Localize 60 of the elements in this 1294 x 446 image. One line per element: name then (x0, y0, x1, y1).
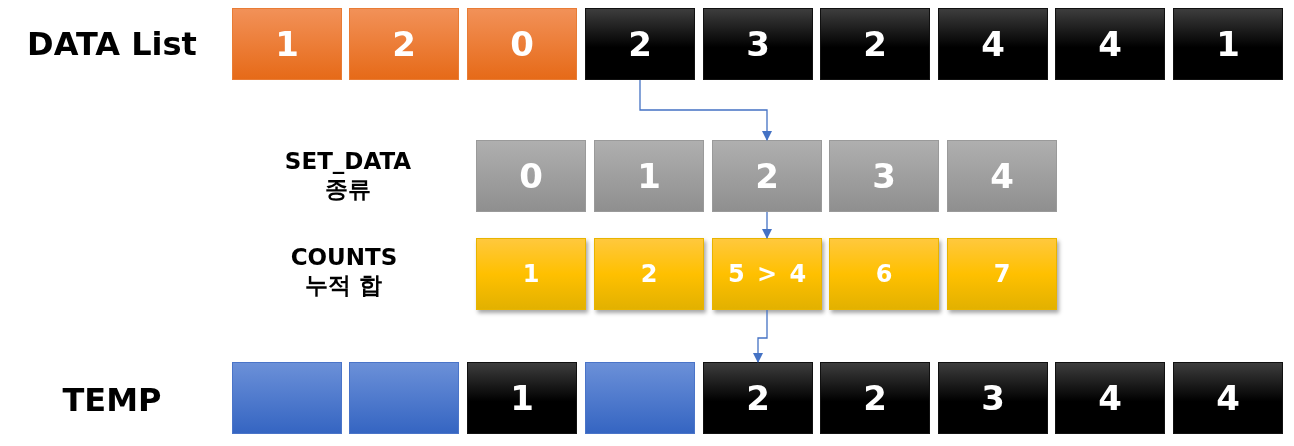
value-cell (594, 140, 704, 212)
cell-value: 5 > 4 (727, 260, 807, 288)
cell-value: 2 (746, 378, 770, 418)
value-cell (820, 8, 930, 80)
value-cell (476, 140, 586, 212)
cell-value: 1 (510, 378, 534, 418)
cell-value: 3 (746, 24, 770, 64)
cell-value: 4 (981, 24, 1005, 64)
cell-value: 2 (392, 24, 416, 64)
cell-value: 3 (981, 378, 1005, 418)
cell-value: 4 (1098, 24, 1122, 64)
arrow (753, 309, 768, 363)
row-label: SET_DATA 종류 (283, 148, 413, 204)
value-cell (594, 238, 704, 310)
cell-value: 4 (1098, 378, 1122, 418)
value-cell (1173, 8, 1283, 80)
value-cell (585, 8, 695, 80)
cell-value: 2 (628, 24, 652, 64)
value-cell (938, 362, 1048, 434)
value-cell (703, 362, 813, 434)
row-label: DATA List (26, 24, 198, 64)
value-cell (1173, 362, 1283, 434)
cell-value: 2 (863, 24, 887, 64)
value-cell (947, 140, 1057, 212)
value-cell (712, 140, 822, 212)
cell-value: 1 (522, 260, 540, 288)
value-cell (476, 238, 586, 310)
cell-value: 1 (637, 156, 661, 196)
value-cell (703, 8, 813, 80)
value-cell (938, 8, 1048, 80)
empty-cell (585, 362, 695, 434)
cell-value: 4 (1216, 378, 1240, 418)
empty-cell (232, 362, 342, 434)
cell-value: 0 (510, 24, 534, 64)
empty-cell (349, 362, 459, 434)
row-label: TEMP (61, 380, 163, 420)
value-cell (829, 140, 939, 212)
value-cell (1055, 8, 1165, 80)
cell-value: 0 (519, 156, 543, 196)
cell-value: 2 (640, 260, 658, 288)
value-cell (829, 238, 939, 310)
cell-value: 4 (990, 156, 1014, 196)
cell-value: 1 (275, 24, 299, 64)
value-cell (467, 8, 577, 80)
value-cell (712, 238, 822, 310)
cell-value: 7 (993, 260, 1011, 288)
cell-value: 2 (755, 156, 779, 196)
cell-value: 1 (1216, 24, 1240, 64)
value-cell (1055, 362, 1165, 434)
arrow (639, 79, 772, 141)
cell-value: 6 (875, 260, 893, 288)
row-label: COUNTS 누적 합 (289, 244, 399, 300)
value-cell (467, 362, 577, 434)
value-cell (349, 8, 459, 80)
value-cell (947, 238, 1057, 310)
value-cell (820, 362, 930, 434)
arrow (762, 211, 772, 239)
cell-value: 3 (872, 156, 896, 196)
cell-value: 2 (863, 378, 887, 418)
value-cell (232, 8, 342, 80)
